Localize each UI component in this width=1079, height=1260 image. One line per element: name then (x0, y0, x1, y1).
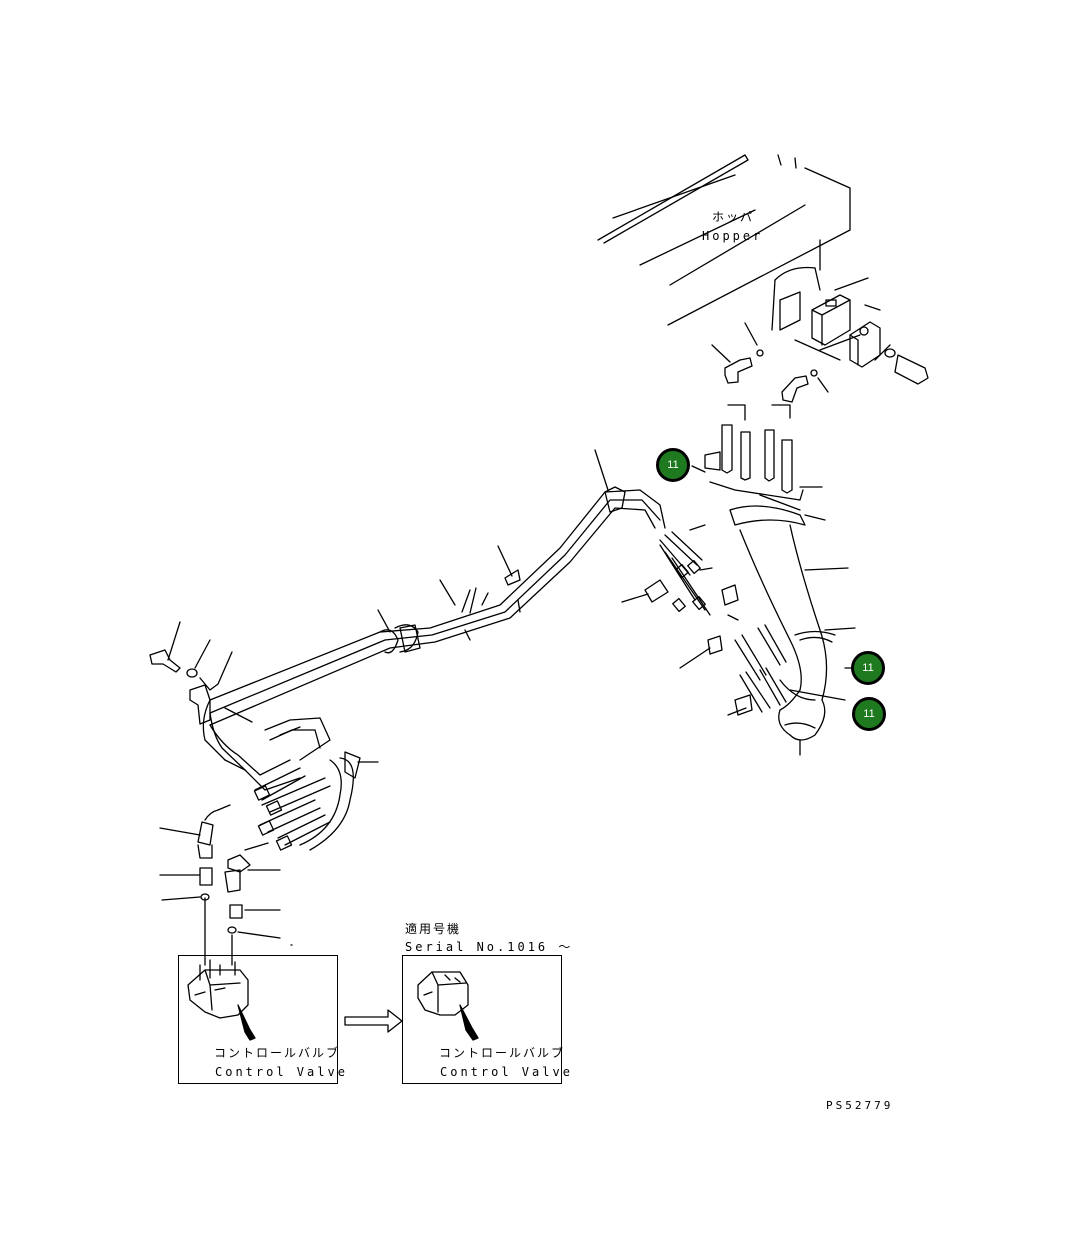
valve-block-upper (779, 277, 929, 385)
transition-arrow (344, 1009, 403, 1033)
hopper-label-en: Hopper (702, 229, 764, 243)
control-valve-inset-box-1: コントロールバルブ Control Valve (178, 955, 345, 1084)
main-hose-bundle (202, 449, 666, 791)
control-valve-label-jp: コントロールバルブ (214, 1046, 341, 1060)
part-callout-11[interactable]: 11 (852, 697, 886, 731)
lower-hose-assembly (159, 751, 379, 966)
control-valve-label-jp: コントロールバルブ (439, 1046, 566, 1060)
control-valve-label-en: Control Valve (215, 1065, 348, 1079)
hopper-label-jp: ホッパ (712, 210, 755, 224)
part-callout-11[interactable]: 11 (656, 448, 690, 482)
hopper-fittings (711, 322, 829, 403)
left-clamp (149, 621, 253, 725)
serial-label-en: Serial No.1016 ～ (405, 940, 574, 954)
drawing-number: PS52779 (826, 1099, 894, 1112)
control-valve-label-en: Control Valve (440, 1065, 573, 1079)
bolt-set-upper (691, 404, 823, 511)
large-hose (729, 505, 857, 756)
hopper-outline (597, 154, 851, 331)
right-hose-ends (621, 524, 846, 716)
part-callout-11[interactable]: 11 (851, 651, 885, 685)
control-valve-inset-2 (417, 971, 479, 1041)
control-valve-inset-box-2: コントロールバルブ Control Valve (402, 955, 570, 1084)
control-valve-inset-1 (187, 959, 256, 1041)
serial-label-jp: 適用号機 (405, 922, 462, 936)
